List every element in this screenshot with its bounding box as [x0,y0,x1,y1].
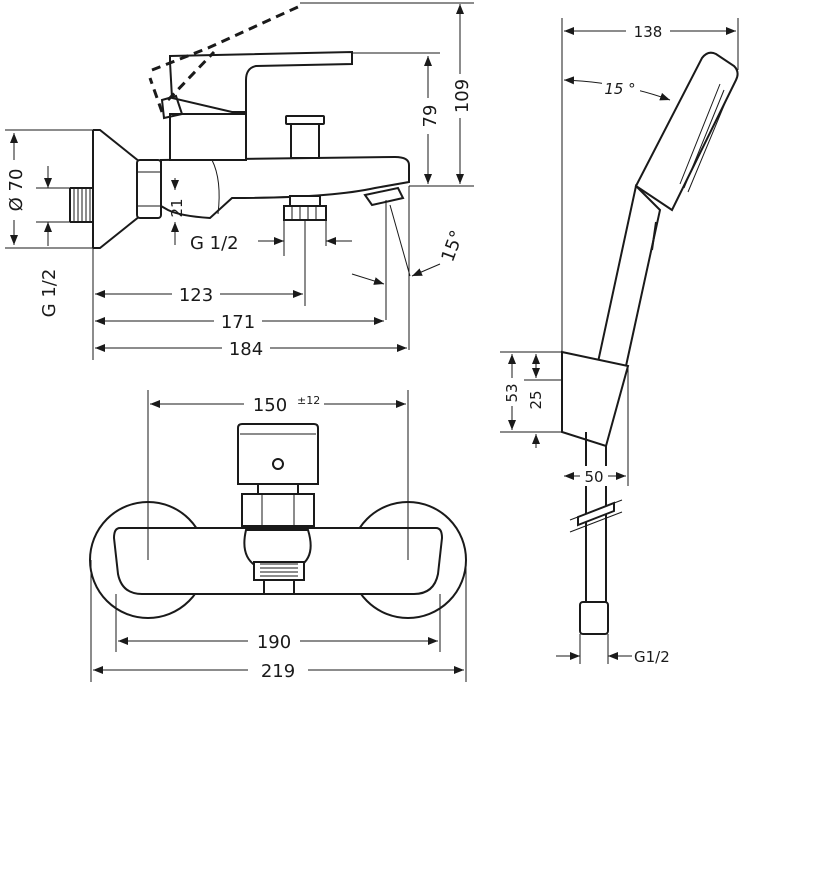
shower-angle-label: 15 ° [604,80,635,98]
dim-21-label: 21 [168,198,186,217]
dim-50: 50 [564,366,629,486]
hose-break-lines [569,499,623,533]
shower-handle [596,183,662,368]
lever-handle [169,50,353,113]
dim-150: 150 ±12 [147,390,409,560]
dim-109-label: 109 [452,79,473,113]
dim-70-label: Ø 70 [6,169,27,212]
body-curve [211,159,220,215]
dim-184-label: 184 [229,339,263,360]
aerator [283,195,327,221]
dim-thread-shower: G1/2 [556,634,670,666]
hex-nut-lines [137,171,161,207]
inlet-thread [69,187,93,223]
dim-25-label: 25 [527,390,545,409]
dim-21: 21 [168,178,186,245]
dim-190-label: 190 [257,632,291,653]
wall-flange [92,129,141,249]
dim-angle-shower: 15 ° [563,76,671,101]
front-view: 150 ±12 190 219 [89,390,467,682]
dim-171: 171 [95,311,384,333]
dim-123-label: 123 [179,285,213,306]
dim-184: 184 [95,338,407,360]
diverter-knob [285,115,325,159]
handle-button [651,221,657,251]
dim-138: 138 [561,18,739,352]
dim-150-label: 150 [253,395,287,416]
spout-tip [363,186,405,207]
front-spout [243,529,312,567]
dim-angle-15: 15° [351,186,469,350]
shower-head [634,51,739,212]
lever-open-position [148,4,301,113]
diverter-cap [237,423,319,485]
hex-nut [136,159,162,219]
dim-123: 123 [92,220,306,360]
dim-219-label: 219 [261,661,295,682]
shower-thread-label: G1/2 [634,648,670,666]
dim-79-label: 79 [420,105,441,128]
dim-171-label: 171 [221,312,255,333]
angle-15-label: 15° [438,228,469,265]
thread-left-label: G 1/2 [39,269,60,318]
dim-79: 79 [352,52,441,184]
dim-109: 109 [300,2,474,187]
dim-138-label: 138 [634,23,663,41]
dim-190: 190 [115,594,441,653]
dim-thread-left: G 1/2 [36,166,70,317]
dim-diameter-70: Ø 70 [4,129,93,249]
shower-holder [561,350,630,448]
dim-53-label: 53 [503,383,521,402]
dim-150-tolerance: ±12 [297,394,320,407]
front-aerator-outlet [263,579,295,595]
cartridge-housing [169,113,247,161]
diverter-collar [257,483,299,495]
dim-53-25: 53 25 [500,351,562,448]
dim-219: 219 [90,560,467,682]
dim-50-label: 50 [584,468,603,486]
front-aerator [253,561,305,581]
thread-outlet-label: G 1/2 [190,233,239,254]
side-view: 79 109 21 Ø 70 G 1/2 [4,2,474,360]
hose-connector [579,601,609,635]
dim-thread-outlet: G 1/2 [190,220,352,256]
diverter-stem [241,493,315,527]
shower-view: 138 15 ° 53 25 50 G1/2 [500,18,739,666]
diverter-dot [272,458,284,470]
